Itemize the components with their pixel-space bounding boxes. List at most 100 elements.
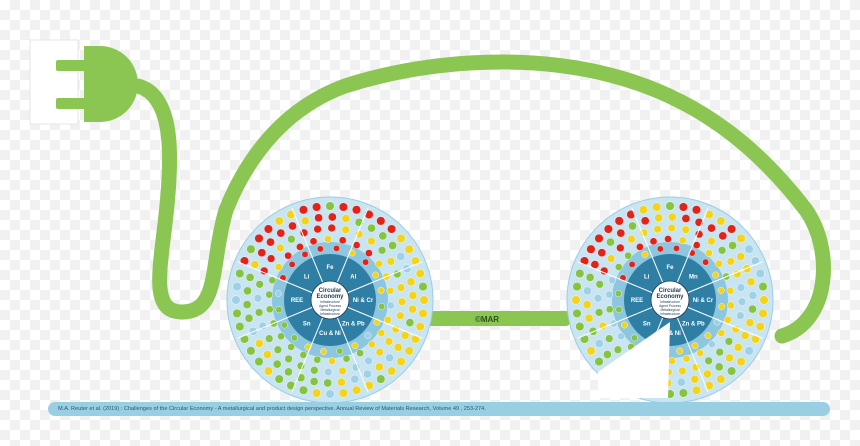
element-dot bbox=[704, 381, 714, 391]
element-dot bbox=[617, 332, 625, 341]
element-dot bbox=[707, 237, 716, 246]
segment-label: Sn bbox=[643, 321, 651, 327]
segment-label: REE bbox=[291, 298, 303, 304]
element-dot bbox=[275, 306, 283, 314]
element-dot bbox=[583, 286, 592, 296]
element-dot bbox=[572, 308, 582, 318]
element-dot bbox=[665, 201, 675, 211]
element-dot bbox=[411, 256, 421, 266]
element-dot bbox=[742, 264, 752, 274]
element-dot bbox=[605, 305, 614, 314]
wheel-center-line-4: Infrastructure bbox=[320, 312, 340, 316]
element-dot bbox=[404, 346, 414, 356]
element-dot bbox=[759, 295, 769, 305]
element-dot bbox=[402, 264, 412, 274]
element-dot bbox=[309, 377, 319, 386]
element-dot bbox=[274, 263, 283, 271]
element-dot bbox=[715, 348, 724, 357]
element-dot bbox=[274, 374, 284, 384]
wheel-spoke bbox=[237, 261, 313, 294]
element-dot bbox=[254, 233, 264, 243]
element-dot bbox=[603, 224, 613, 234]
element-dot bbox=[595, 280, 604, 289]
element-dot bbox=[716, 374, 726, 384]
element-dot bbox=[404, 244, 414, 254]
element-dot bbox=[255, 308, 264, 317]
element-dot bbox=[681, 225, 690, 234]
element-dot bbox=[415, 322, 425, 332]
element-dot bbox=[387, 366, 397, 376]
wheel-spoke bbox=[347, 261, 423, 294]
element-dot bbox=[704, 356, 713, 365]
element-dot bbox=[254, 339, 264, 348]
wheel-spoke bbox=[237, 306, 313, 339]
charging-cable bbox=[130, 54, 831, 344]
element-dot bbox=[325, 389, 335, 399]
element-dot bbox=[246, 346, 256, 356]
wheel-center-title-1: Circular bbox=[319, 288, 342, 294]
element-dot bbox=[745, 318, 755, 327]
element-dot bbox=[751, 334, 761, 344]
wheel-spoke bbox=[631, 207, 664, 283]
element-dot bbox=[396, 357, 406, 367]
element-dot bbox=[652, 202, 662, 212]
element-dot bbox=[691, 342, 699, 349]
wheel-center-line-3: Metallurgical bbox=[320, 308, 339, 312]
element-dot bbox=[707, 223, 716, 233]
element-dot bbox=[312, 202, 322, 212]
element-dot bbox=[690, 374, 700, 384]
element-dot bbox=[324, 235, 332, 243]
element-dot bbox=[419, 295, 429, 305]
element-dot bbox=[728, 241, 737, 250]
element-dot bbox=[406, 277, 416, 287]
element-dot bbox=[593, 294, 603, 303]
element-dot bbox=[242, 300, 252, 309]
element-dot bbox=[387, 224, 397, 234]
element-dot bbox=[616, 228, 626, 238]
element-dot bbox=[327, 223, 336, 233]
wheel-center-line-2: Agent Process bbox=[319, 304, 341, 308]
element-dot bbox=[575, 322, 585, 332]
element-dot bbox=[320, 348, 327, 355]
element-dot bbox=[678, 236, 687, 245]
element-dot bbox=[727, 301, 735, 310]
element-dot bbox=[605, 290, 614, 299]
element-dot bbox=[325, 201, 335, 211]
element-dot bbox=[696, 349, 704, 357]
element-dot bbox=[378, 231, 388, 241]
element-dot bbox=[594, 308, 604, 317]
element-dot bbox=[396, 311, 405, 320]
element-dot bbox=[614, 216, 624, 226]
segment-label: REE bbox=[631, 298, 643, 304]
element-dot bbox=[585, 273, 595, 282]
element-dot bbox=[678, 202, 688, 212]
wheel-center-title-2: Economy bbox=[316, 294, 344, 300]
segment-label: Fe bbox=[666, 265, 674, 271]
element-dot bbox=[263, 366, 273, 376]
element-dot bbox=[396, 283, 406, 292]
element-dot bbox=[408, 304, 417, 314]
element-dot bbox=[755, 322, 765, 332]
element-dot bbox=[746, 277, 756, 287]
wheel-cutout bbox=[598, 322, 670, 398]
element-dot bbox=[314, 213, 323, 223]
element-dot bbox=[603, 350, 612, 359]
element-dot bbox=[338, 236, 347, 245]
element-dot bbox=[232, 282, 242, 292]
citation-text: M.A. Reuter et al. (2019) : Challenges o… bbox=[58, 406, 486, 412]
element-dot bbox=[397, 297, 407, 306]
element-dot bbox=[594, 233, 604, 243]
element-dot bbox=[333, 244, 340, 252]
element-dot bbox=[736, 311, 745, 320]
wheel-spoke bbox=[336, 317, 369, 393]
segment-label: Li bbox=[304, 275, 310, 281]
element-dot bbox=[727, 366, 737, 376]
element-dot bbox=[717, 286, 725, 294]
element-dot bbox=[718, 231, 728, 241]
element-dot bbox=[350, 374, 360, 384]
element-dot bbox=[386, 286, 395, 295]
element-dot bbox=[664, 235, 672, 243]
element-dot bbox=[376, 216, 386, 226]
element-dot bbox=[668, 212, 677, 222]
